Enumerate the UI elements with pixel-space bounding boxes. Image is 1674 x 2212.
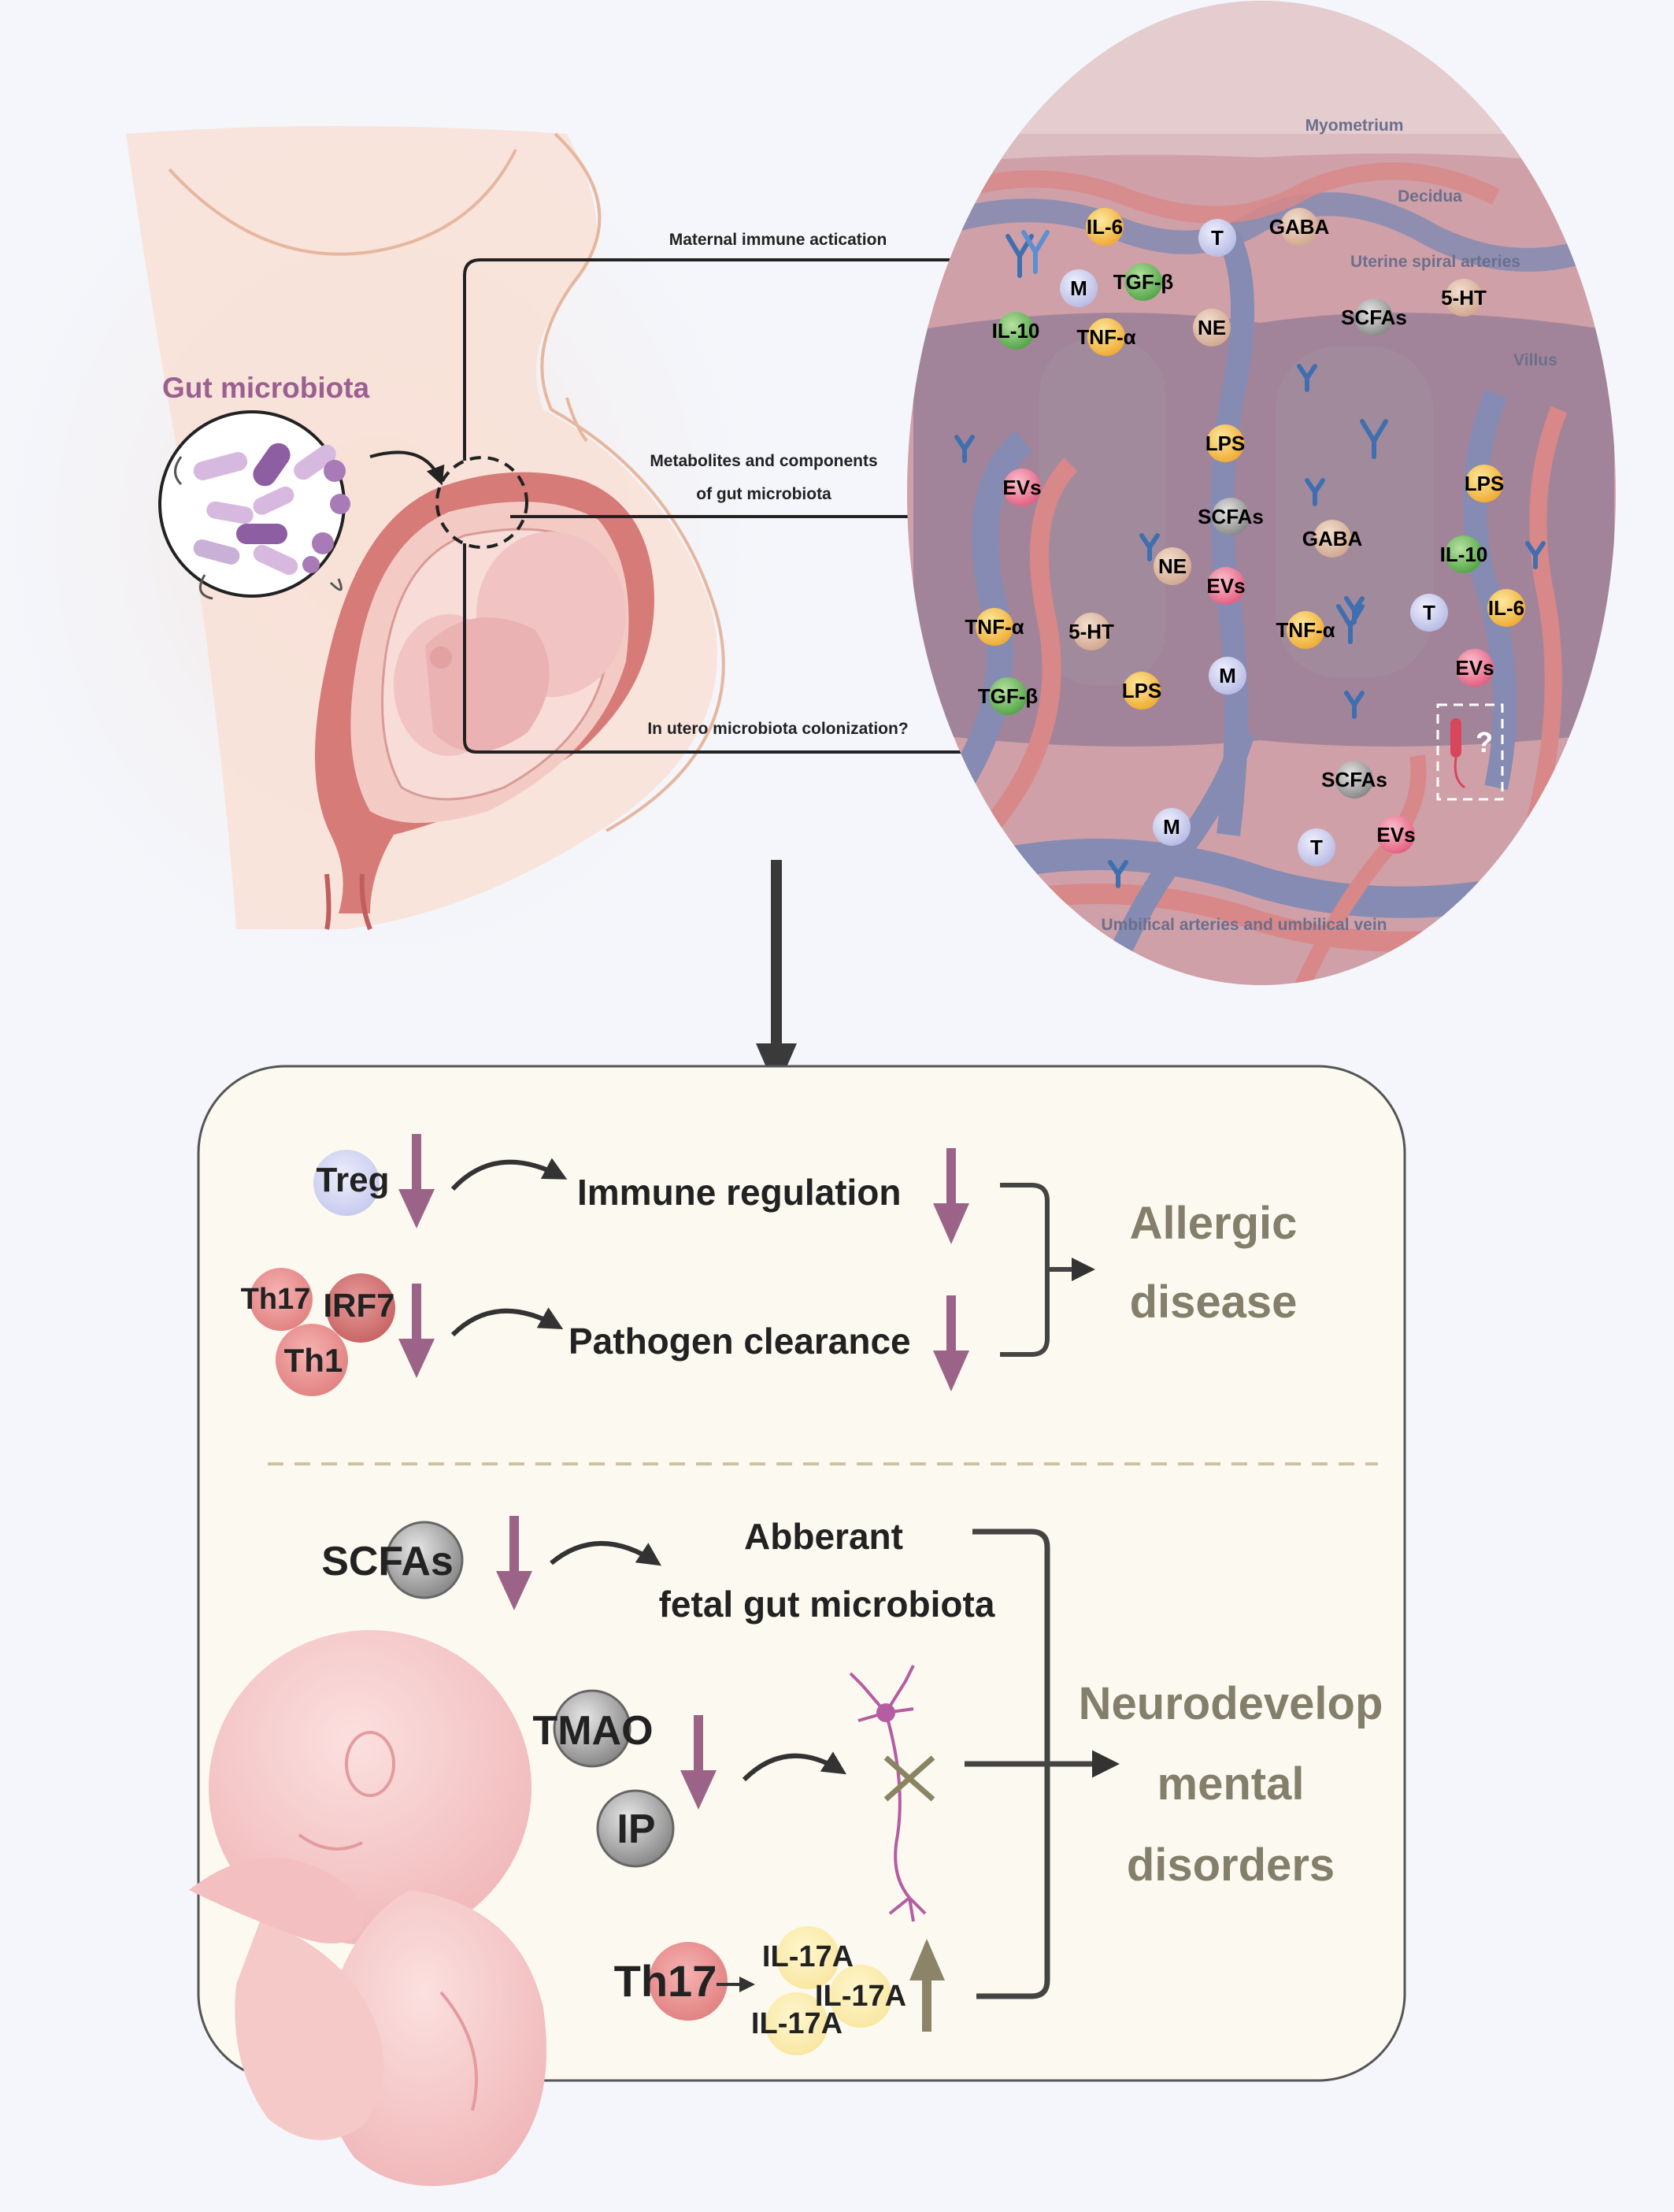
th1-label: Th1 bbox=[284, 1342, 343, 1379]
placenta-zoom: ? bbox=[907, 1, 1616, 985]
down-arrow-immune bbox=[933, 1148, 969, 1244]
irf7-label: IRF7 bbox=[323, 1287, 394, 1324]
antibody-icons bbox=[954, 230, 1546, 888]
allergic-line-2: disease bbox=[1130, 1276, 1298, 1328]
molecule-lps-c: LPS bbox=[1122, 679, 1162, 702]
zone-villus: Villus bbox=[1513, 351, 1557, 369]
il17a-3: IL-17A bbox=[751, 2007, 843, 2040]
arrow-label-maternal: Maternal immune actication bbox=[669, 231, 887, 249]
molecule-t-b: T bbox=[1423, 601, 1435, 624]
molecule-il6-b: IL-6 bbox=[1488, 596, 1524, 620]
immune-regulation-text: Immune regulation bbox=[577, 1172, 901, 1213]
molecule-t-c: T bbox=[1310, 836, 1323, 859]
molecule-il10-b: IL-10 bbox=[1440, 543, 1488, 566]
molecule-lps-b: LPS bbox=[1465, 472, 1505, 495]
gut-microbiota-circle bbox=[158, 410, 350, 600]
molecule-gaba-b: GABA bbox=[1302, 527, 1363, 550]
curved-arrow-immune bbox=[450, 1158, 568, 1191]
treg-label: Treg bbox=[317, 1161, 390, 1199]
abberant-line-2: fetal gut microbiota bbox=[659, 1584, 995, 1625]
down-arrow-tmao bbox=[680, 1715, 717, 1810]
arrow-label-metabolites-2: of gut microbiota bbox=[696, 485, 831, 503]
il17a-1: IL-17A bbox=[762, 1940, 854, 1973]
bracket-neuro bbox=[965, 1528, 1114, 1999]
molecule-evs-b: EVs bbox=[1206, 574, 1245, 598]
molecule-scfas-c: SCFAs bbox=[1321, 768, 1387, 791]
main-down-arrow bbox=[756, 860, 797, 1091]
abberant-line-1: Abberant bbox=[744, 1516, 903, 1557]
molecule-ne-b: NE bbox=[1158, 554, 1187, 578]
down-arrow-treg bbox=[398, 1134, 435, 1228]
curved-arrow-pathogen bbox=[450, 1307, 564, 1337]
molecule-scfas-a: SCFAs bbox=[1341, 306, 1407, 329]
fetus-illustration bbox=[189, 1630, 546, 2186]
molecule-il6-a: IL-6 bbox=[1087, 215, 1123, 239]
molecule-tgfb-b: TGF-β bbox=[978, 684, 1039, 708]
molecule-tnfa-a: TNF-α bbox=[1076, 325, 1135, 349]
allergic-section: Treg Th17 IRF7 Th1 Immune regulation Pat… bbox=[241, 1134, 1298, 1396]
molecule-m-c: M bbox=[1163, 815, 1180, 839]
neuron-icon bbox=[849, 1665, 935, 1922]
th17-label: Th17 bbox=[614, 1956, 717, 2006]
bracket-allergic bbox=[1000, 1183, 1091, 1357]
molecule-5ht-b: 5-HT bbox=[1068, 620, 1114, 643]
curved-arrow-tmao bbox=[742, 1751, 847, 1782]
down-arrow-scfas bbox=[496, 1516, 532, 1610]
up-arrow-il17a bbox=[909, 1939, 945, 2032]
zone-myometrium: Myometrium bbox=[1305, 117, 1404, 135]
molecule-lps-a: LPS bbox=[1206, 432, 1246, 455]
molecule-ne-a: NE bbox=[1198, 316, 1226, 339]
gut-microbiota-label: Gut microbiota bbox=[162, 372, 370, 404]
maternal-illustration bbox=[0, 31, 819, 1039]
ip-label: IP bbox=[617, 1806, 655, 1852]
zone-decidua: Decidua bbox=[1398, 187, 1462, 206]
molecule-tgfb-a: TGF-β bbox=[1113, 270, 1174, 294]
neuro-line-3: disorders bbox=[1127, 1840, 1335, 1891]
molecule-il10-a: IL-10 bbox=[992, 319, 1040, 343]
curved-arrow-scfas bbox=[550, 1541, 661, 1566]
pathogen-clearance-text: Pathogen clearance bbox=[568, 1321, 911, 1362]
gut-to-uterus-curve bbox=[369, 450, 445, 486]
arrow-label-metabolites-1: Metabolites and components bbox=[650, 452, 877, 470]
down-arrow-pathogen bbox=[933, 1295, 969, 1391]
molecule-m-a: M bbox=[1070, 276, 1087, 300]
molecule-gaba-a: GABA bbox=[1269, 215, 1330, 239]
neuro-line-2: mental bbox=[1157, 1758, 1305, 1810]
neuro-section: SCFAs Abberant fetal gut microbiota TMAO… bbox=[321, 1516, 1383, 2055]
molecule-evs-c: EVs bbox=[1455, 656, 1494, 680]
question-mark: ? bbox=[1476, 726, 1493, 758]
molecule-tnfa-b: TNF-α bbox=[1276, 618, 1335, 642]
allergic-line-1: Allergic bbox=[1130, 1198, 1298, 1249]
arrow-label-in-utero: In utero microbiota colonization? bbox=[647, 720, 908, 738]
neuro-line-1: Neurodevelop bbox=[1079, 1678, 1383, 1729]
scfas-label: SCFAs bbox=[321, 1539, 454, 1584]
tmao-label: TMAO bbox=[532, 1708, 653, 1754]
zone-spiral-arteries: Uterine spiral arteries bbox=[1350, 253, 1520, 271]
th17-small-label: Th17 bbox=[241, 1283, 311, 1316]
molecule-evs-d: EVs bbox=[1376, 823, 1415, 847]
molecule-t-a: T bbox=[1211, 226, 1224, 250]
placenta-molecules: IL-6 T GABA M TGF-β IL-10 TNF-α NE SCFAs… bbox=[965, 208, 1525, 866]
molecule-evs-a: EVs bbox=[1002, 476, 1041, 499]
down-arrow-th bbox=[398, 1284, 435, 1378]
molecule-m-b: M bbox=[1219, 664, 1236, 687]
il17a-2: IL-17A bbox=[815, 1980, 906, 2013]
molecule-5ht-a: 5-HT bbox=[1441, 286, 1487, 309]
molecule-tnfa-c: TNF-α bbox=[965, 615, 1024, 639]
zone-umbilical: Umbilical arteries and umbilical vein bbox=[1102, 916, 1387, 934]
molecule-scfas-b: SCFAs bbox=[1198, 505, 1264, 528]
